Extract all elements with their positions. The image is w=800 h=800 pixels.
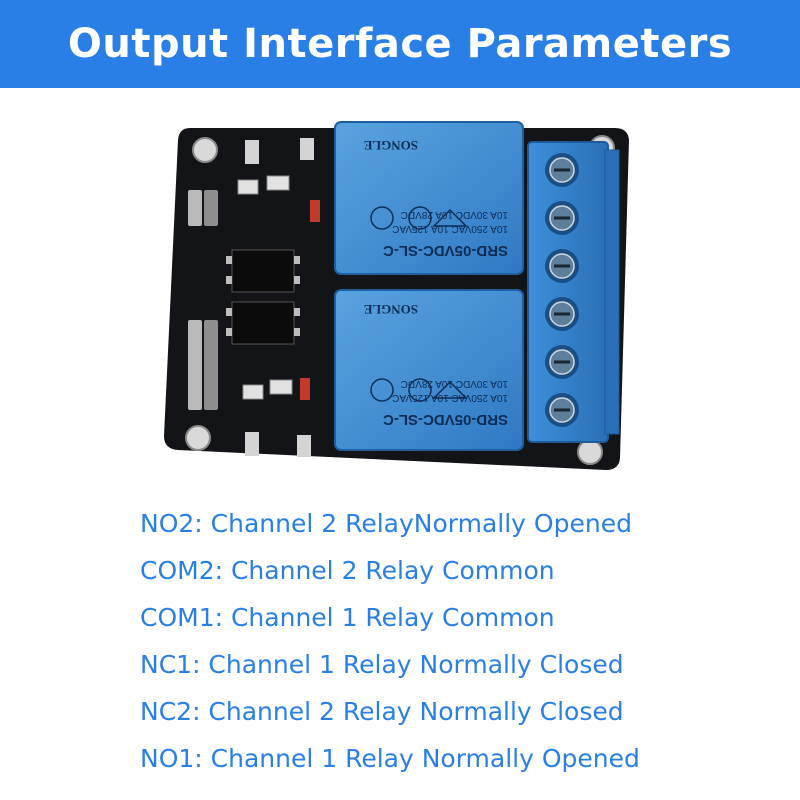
header-pins-top <box>188 190 218 226</box>
smd-components <box>237 138 320 457</box>
legend-item-com1: COM1: Channel 1 Relay Common <box>140 603 555 632</box>
relay-top-rating-1: 10A 250VAC 10A 125VAC <box>392 223 508 234</box>
legend-item-com2: COM2: Channel 2 Relay Common <box>140 556 555 585</box>
legend-item-no1: NO1: Channel 1 Relay Normally Opened <box>140 744 640 773</box>
title-banner: Output Interface Parameters <box>0 0 800 88</box>
legend-item-nc2: NC2: Channel 2 Relay Normally Closed <box>140 697 624 726</box>
legend-item-nc1: NC1: Channel 1 Relay Normally Closed <box>140 650 624 679</box>
header-pins-bottom <box>188 320 218 410</box>
pin-legend: NO2: Channel 2 RelayNormally Opened COM2… <box>140 500 780 782</box>
legend-item-no2: NO2: Channel 2 RelayNormally Opened <box>140 509 632 538</box>
relay-bottom: SRD-05VDC-SL-C 10A 250VAC 10A 125VAC 10A… <box>334 289 524 451</box>
relay-top-brand: SONGLE <box>364 138 418 153</box>
optocouplers <box>226 249 300 345</box>
relay-top-model: SRD-05VDC-SL-C <box>383 242 508 259</box>
relay-board: SRD-05VDC-SL-C 10A 250VAC 10A 125VAC 10A… <box>164 121 629 470</box>
relay-bottom-brand: SONGLE <box>364 302 418 317</box>
screw-terminal-block <box>527 141 620 443</box>
relay-module-photo: SRD-05VDC-SL-C 10A 250VAC 10A 125VAC 10A… <box>150 110 650 480</box>
page-title: Output Interface Parameters <box>67 21 733 67</box>
relay-bottom-rating-2: 10A 30VDC 10A 28VDC <box>401 378 508 389</box>
relay-top: SRD-05VDC-SL-C 10A 250VAC 10A 125VAC 10A… <box>334 121 524 275</box>
relay-bottom-model: SRD-05VDC-SL-C <box>383 411 508 428</box>
